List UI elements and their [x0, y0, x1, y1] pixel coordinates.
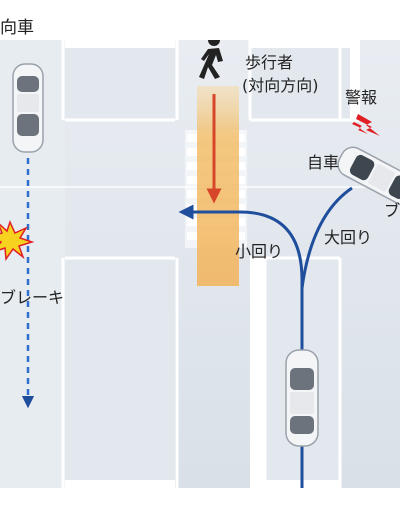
median-bottom-left [65, 258, 175, 480]
small-turn-label: 小回り [235, 242, 283, 261]
warning-label: 警報 [345, 88, 377, 107]
brake-left-label: ブレーキ [0, 288, 64, 307]
top-margin [0, 0, 400, 40]
oncoming-car-label: 向車 [0, 18, 34, 38]
median-top-left [65, 48, 175, 120]
impact-burst-icon [0, 219, 35, 262]
large-turn-label: 大回り [324, 228, 372, 247]
small-turn-path [178, 204, 304, 488]
bottom-margin [0, 488, 400, 516]
own-car-icon [285, 349, 319, 447]
oncoming-car-icon [12, 63, 44, 153]
pedestrian-label-line2: (対向方向) [242, 76, 319, 95]
turn-paths [178, 186, 353, 488]
pedestrian-label-line1: 歩行者 [245, 53, 293, 72]
warning-bolt-icon [352, 114, 380, 136]
large-turn-path [300, 186, 353, 289]
turning-car-icon [337, 146, 400, 206]
median-top-right [250, 48, 350, 120]
own-car-label: 自車 [307, 153, 339, 172]
brake-right-label: ブ [384, 201, 400, 220]
pedestrian-path-band [197, 86, 239, 286]
